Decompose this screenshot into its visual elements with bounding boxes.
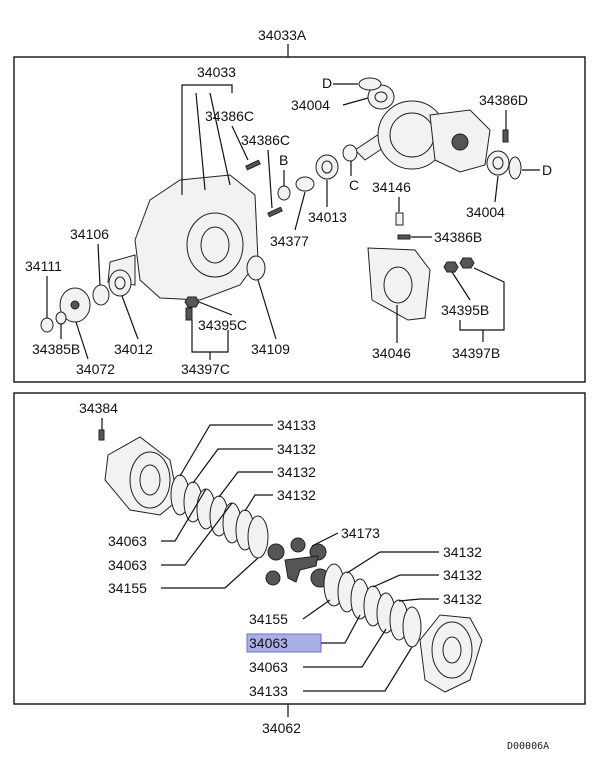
bolt-34386d (502, 129, 509, 143)
diagram-code: D00006A (507, 741, 549, 752)
label-34109[interactable]: 34109 (251, 341, 290, 357)
seal-34106 (92, 284, 110, 306)
washer-34385b (55, 311, 67, 325)
clutch-pack-left (170, 474, 269, 559)
label-34386C-a[interactable]: 34386C (205, 108, 254, 124)
label-34397C[interactable]: 34397C (181, 361, 230, 377)
bolt-34386c-a (245, 159, 261, 171)
label-34173[interactable]: 34173 (341, 525, 380, 541)
label-34385B[interactable]: 34385B (32, 341, 80, 357)
label-34386D[interactable]: 34386D (479, 92, 528, 108)
label-34004-a[interactable]: 34004 (291, 97, 330, 113)
label-34132-f[interactable]: 34132 (443, 591, 482, 607)
spider-gears (265, 537, 330, 588)
nut-34111 (40, 317, 54, 333)
pinion-gear (354, 100, 491, 173)
label-34013[interactable]: 34013 (308, 209, 347, 225)
clutch-pack-right (323, 563, 422, 648)
plug-34146 (395, 212, 404, 226)
label-34046[interactable]: 34046 (372, 345, 411, 361)
label-34012[interactable]: 34012 (114, 341, 153, 357)
bolt-34384 (98, 429, 105, 441)
label-34063-highlighted[interactable]: 34063 (249, 635, 288, 651)
label-34072[interactable]: 34072 (76, 361, 115, 377)
assembly-top-label[interactable]: 34033A (258, 27, 307, 43)
label-34132-d[interactable]: 34132 (443, 544, 482, 560)
label-34155-a[interactable]: 34155 (108, 580, 147, 596)
bolt-34395c (184, 296, 200, 308)
diff-case-right (419, 614, 483, 693)
ring-d-right (508, 156, 522, 180)
label-34063-b[interactable]: 34063 (108, 557, 147, 573)
washer-b (277, 185, 291, 201)
label-34395C[interactable]: 34395C (198, 317, 247, 333)
bolt-34386c-b (267, 206, 283, 218)
label-34063-a[interactable]: 34063 (108, 533, 147, 549)
label-34386B[interactable]: 34386B (434, 229, 482, 245)
label-34132-e[interactable]: 34132 (443, 567, 482, 583)
label-C[interactable]: C (349, 177, 359, 193)
label-34384[interactable]: 34384 (79, 400, 118, 416)
nut-34395b (443, 261, 459, 273)
label-34033[interactable]: 34033 (197, 64, 236, 80)
label-34397B[interactable]: 34397B (452, 345, 500, 361)
top-panel (13, 56, 586, 383)
bottom-panel (13, 392, 586, 705)
label-34004-b[interactable]: 34004 (466, 204, 505, 220)
nut-34397b (459, 257, 475, 269)
ring-d-top (358, 77, 382, 91)
bolt-34397c (185, 307, 193, 321)
label-34106[interactable]: 34106 (70, 226, 109, 242)
label-34133-b[interactable]: 34133 (249, 683, 288, 699)
label-B[interactable]: B (279, 152, 288, 168)
label-34377[interactable]: 34377 (270, 233, 309, 249)
rear-cover-34046 (367, 247, 431, 321)
label-34386C-b[interactable]: 34386C (241, 132, 290, 148)
label-D-1[interactable]: D (322, 75, 332, 91)
washer-c (342, 144, 358, 162)
assembly-bottom-label[interactable]: 34062 (262, 720, 301, 736)
seal-34109 (246, 255, 266, 281)
diff-case-left (104, 436, 179, 516)
spacer-34377 (295, 176, 315, 192)
label-34111[interactable]: 34111 (25, 258, 62, 274)
label-34132-a[interactable]: 34132 (277, 441, 316, 457)
label-34155-b[interactable]: 34155 (249, 611, 288, 627)
label-D-2[interactable]: D (542, 162, 552, 178)
label-34146[interactable]: 34146 (372, 179, 411, 195)
label-34132-b[interactable]: 34132 (277, 464, 316, 480)
label-34133-a[interactable]: 34133 (277, 417, 316, 433)
bolt-34386b (397, 234, 411, 240)
label-34132-c[interactable]: 34132 (277, 487, 316, 503)
label-34063-c[interactable]: 34063 (249, 659, 288, 675)
label-34395B[interactable]: 34395B (441, 302, 489, 318)
